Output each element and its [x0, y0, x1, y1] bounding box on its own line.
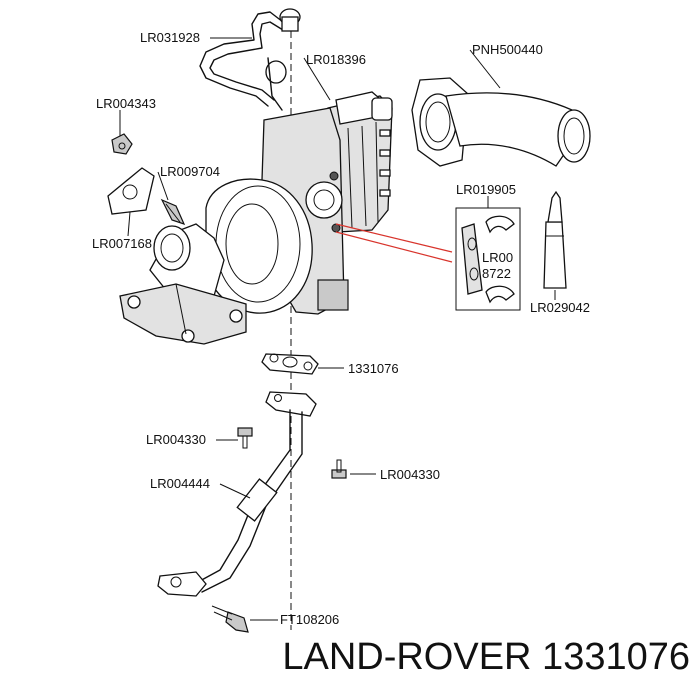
label-lr004330-right: LR004330 [380, 467, 440, 482]
inlet-pipe [411, 77, 591, 167]
turbocharger-body [119, 107, 349, 345]
label-lr019905: LR019905 [456, 182, 516, 197]
label-ft108206: FT108206 [280, 612, 339, 627]
stud-lr009704 [160, 198, 186, 225]
repair-kit-box [455, 207, 521, 311]
label-lr029042: LR029042 [530, 300, 590, 315]
oil-return-pipe [157, 391, 317, 597]
bolt-lr004330-left [237, 427, 253, 449]
oil-feed-pipe [199, 8, 301, 111]
label-lr008722-line1: LR00 [482, 250, 513, 265]
label-lr007168: LR007168 [92, 236, 152, 251]
label-pnh500440: PNH500440 [472, 42, 543, 57]
label-lr008722-line2: 8722 [482, 266, 511, 281]
bolt-lr004330-right [331, 459, 347, 479]
leader-lines [119, 37, 556, 621]
label-lr031928: LR031928 [140, 30, 200, 45]
gasket-1331076[interactable] [261, 353, 319, 375]
label-lr004330-left: LR004330 [146, 432, 206, 447]
bolt-ft108206 [211, 605, 249, 633]
footer: LAND-ROVER 1331076 [0, 636, 700, 692]
bolt-lr004343 [111, 133, 133, 155]
label-1331076: 1331076 [348, 361, 399, 376]
sealant-tube [543, 190, 567, 289]
highlight-leaders [335, 223, 453, 263]
label-lr004343: LR004343 [96, 96, 156, 111]
label-lr018396: LR018396 [306, 52, 366, 67]
label-lr009704: LR009704 [160, 164, 220, 179]
gasket-lr007168 [107, 167, 155, 215]
label-lr004444: LR004444 [150, 476, 210, 491]
footer-caption: LAND-ROVER 1331076 [282, 636, 690, 678]
